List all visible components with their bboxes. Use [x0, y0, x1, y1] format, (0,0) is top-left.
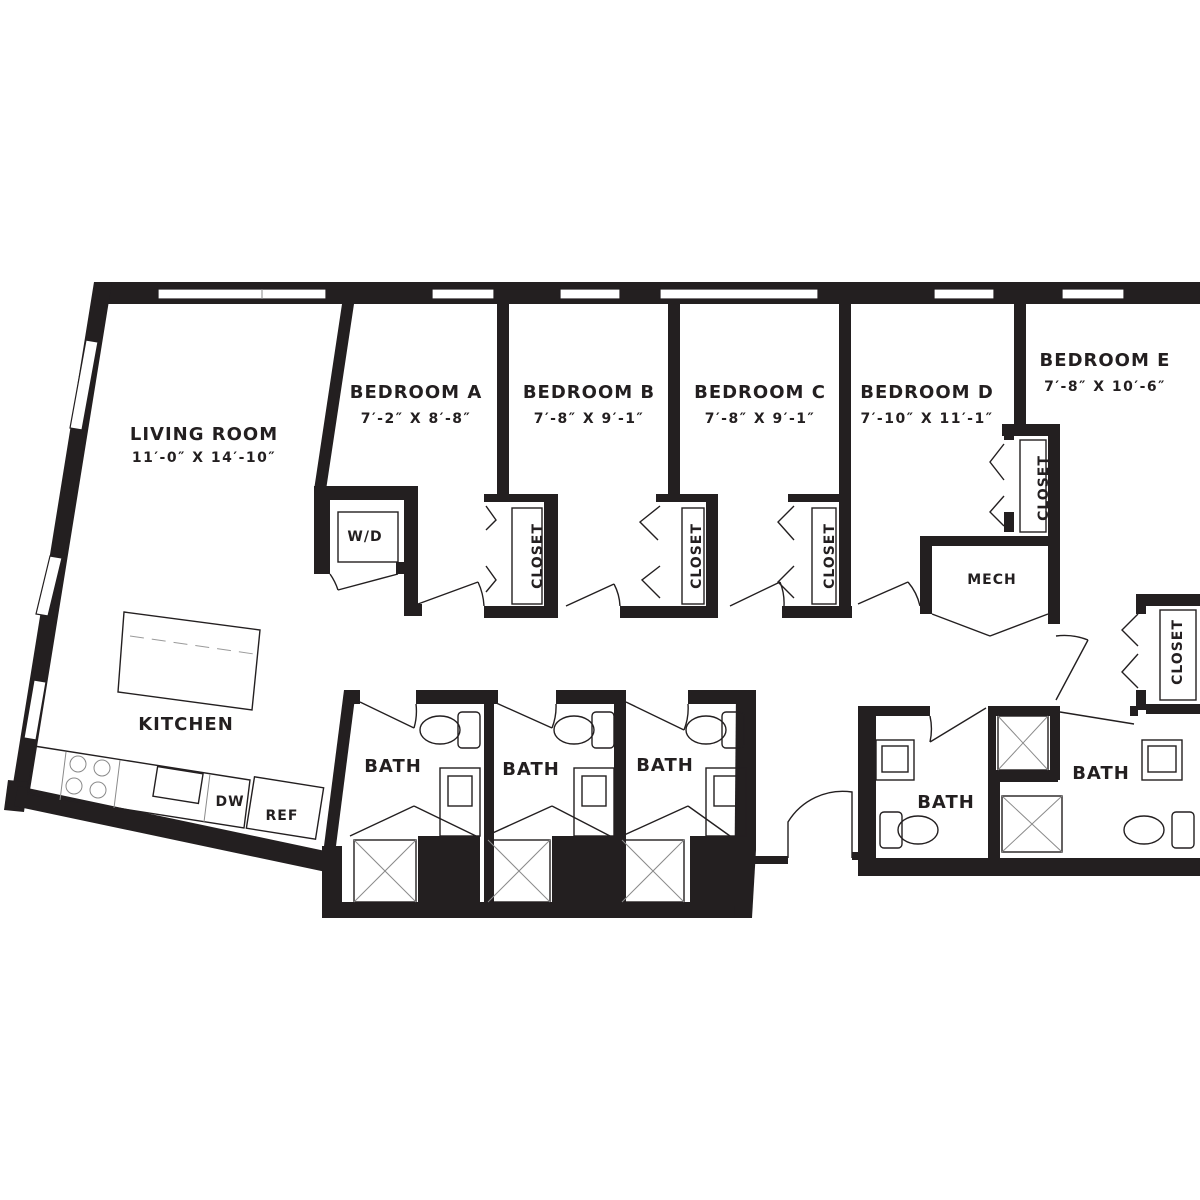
- refrigerator-box: [245, 776, 325, 840]
- kitchen-island: [117, 611, 261, 711]
- closet-label-e: CLOSET: [1036, 455, 1052, 521]
- bath-label-5: BATH: [1072, 763, 1130, 784]
- living-room-label: LIVING ROOM: [130, 424, 278, 445]
- shower: [353, 839, 417, 903]
- fixtures: [27, 439, 1197, 903]
- refrigerator-label: REF: [266, 808, 299, 824]
- bedroom-b-label: BEDROOM B: [523, 382, 655, 403]
- closet-label-hall: CLOSET: [1170, 619, 1186, 685]
- bedroom-a-dimensions: 7′-2″ X 8′-8″: [361, 411, 472, 427]
- interior-walls: [314, 304, 1200, 912]
- bath-label-3: BATH: [636, 755, 694, 776]
- bedroom-d-dimensions: 7′-10″ X 11′-1″: [860, 411, 993, 427]
- closet-label-c: CLOSET: [689, 523, 705, 589]
- closet-label-d: CLOSET: [822, 523, 838, 589]
- bedroom-d-label: BEDROOM D: [860, 382, 994, 403]
- kitchen-counter: [27, 745, 251, 829]
- room-labels: LIVING ROOM 11′-0″ X 14′-10″ KITCHEN BED…: [130, 350, 1186, 824]
- bedroom-e-label: BEDROOM E: [1040, 350, 1171, 371]
- windows: [23, 288, 1125, 741]
- bedroom-e-dimensions: 7′-8″ X 10′-6″: [1044, 379, 1166, 395]
- exterior-walls: [4, 282, 1200, 918]
- bedroom-c-dimensions: 7′-8″ X 9′-1″: [705, 411, 816, 427]
- washer-dryer-box: [337, 511, 399, 563]
- mech-label: MECH: [967, 572, 1017, 588]
- bath-label-4: BATH: [917, 792, 975, 813]
- kitchen-label: KITCHEN: [138, 714, 234, 735]
- bedroom-a-label: BEDROOM A: [350, 382, 483, 403]
- bedroom-c-label: BEDROOM C: [694, 382, 826, 403]
- washer-dryer-label: W/D: [347, 529, 382, 545]
- bedroom-b-dimensions: 7′-8″ X 9′-1″: [534, 411, 645, 427]
- doors: [329, 443, 1139, 858]
- dishwasher-label: DW: [215, 794, 244, 810]
- bath-label-1: BATH: [364, 756, 422, 777]
- closet-label-b: CLOSET: [530, 523, 546, 589]
- bath-label-2: BATH: [502, 759, 560, 780]
- living-room-dimensions: 11′-0″ X 14′-10″: [132, 450, 276, 466]
